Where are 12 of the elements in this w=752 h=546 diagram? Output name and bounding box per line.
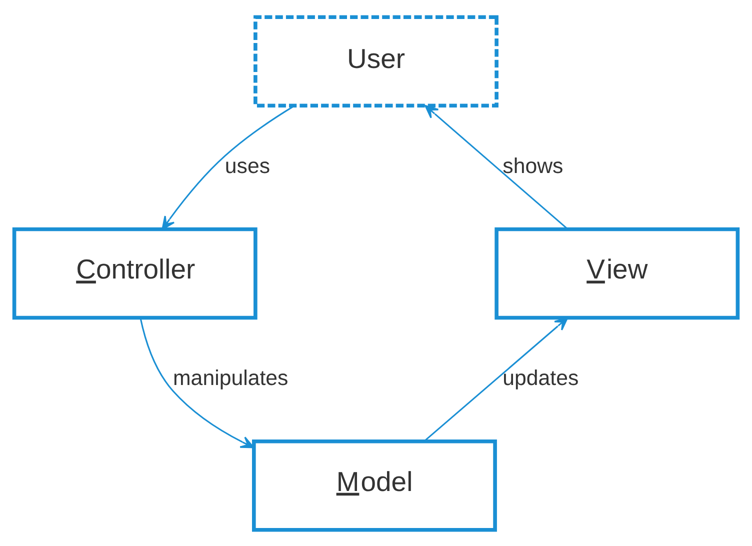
edge-label: manipulates xyxy=(173,366,288,390)
arrow xyxy=(162,104,295,230)
arrow xyxy=(424,104,568,230)
arrow xyxy=(140,317,254,448)
edge-label: uses xyxy=(224,154,270,178)
edge-label: shows xyxy=(502,154,564,178)
arrow xyxy=(424,316,568,442)
node-box: Controller xyxy=(12,226,258,320)
node-box: Model xyxy=(252,438,497,532)
edge-label: updates xyxy=(502,366,579,390)
node-box: View xyxy=(494,226,740,320)
node-box: User xyxy=(254,14,498,108)
